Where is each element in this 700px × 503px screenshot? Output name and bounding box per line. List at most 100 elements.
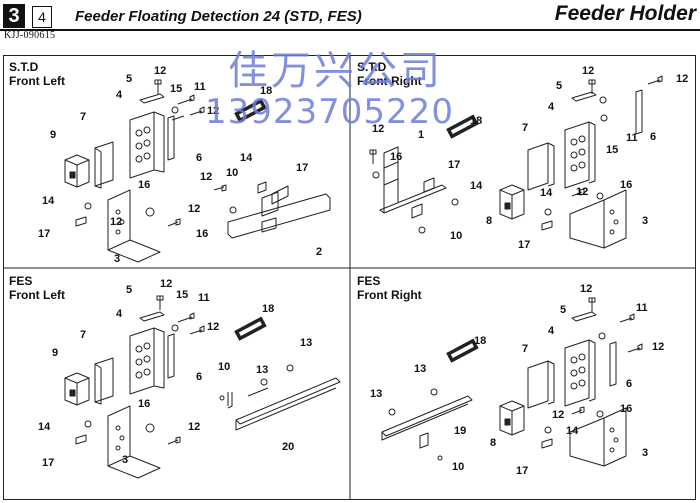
panel-position: Front Left <box>9 74 65 88</box>
callout: 3 <box>122 454 128 466</box>
callout: 16 <box>138 179 150 191</box>
callout: 13 <box>256 364 268 376</box>
callout: 6 <box>650 131 656 143</box>
callout: 10 <box>226 167 238 179</box>
callout: 12 <box>372 123 384 135</box>
callout: 9 <box>52 347 58 359</box>
header-divider <box>0 29 700 31</box>
callout: 5 <box>126 284 132 296</box>
panel-fes-front-right-label: FES Front Right <box>357 274 422 302</box>
header: 3 4 Feeder Floating Detection 24 (STD, F… <box>0 0 700 36</box>
callout: 4 <box>116 89 123 101</box>
callout: 13 <box>300 337 312 349</box>
callout: 12 <box>160 278 172 290</box>
callout: 19 <box>454 425 466 437</box>
callout: 17 <box>518 239 530 251</box>
callout: 6 <box>626 378 632 390</box>
callout: 6 <box>196 371 202 383</box>
panel-fes-front-right-drawing <box>381 297 643 467</box>
callout: 9 <box>50 129 56 141</box>
panel-fes-front-left-drawing <box>64 295 341 479</box>
callout: 12 <box>676 73 688 85</box>
callout: 14 <box>42 195 55 207</box>
callout: 17 <box>448 159 460 171</box>
callout: 10 <box>450 230 462 242</box>
watermark-phone: 13923705220 <box>205 92 454 132</box>
callout: 18 <box>260 85 272 97</box>
callout: 15 <box>170 83 182 95</box>
page-number: 3 <box>3 4 25 28</box>
callout: 7 <box>80 111 86 123</box>
panel-position: Front Right <box>357 288 422 302</box>
callout: 4 <box>548 101 555 113</box>
callout: 3 <box>114 253 120 265</box>
panel-type: FES <box>9 274 33 288</box>
section-title: Feeder Holder <box>554 2 696 25</box>
callout: 14 <box>470 180 483 192</box>
callout: 13 <box>370 388 382 400</box>
callout: 12 <box>582 65 594 77</box>
callout: 16 <box>138 398 150 410</box>
callout: 5 <box>126 73 132 85</box>
callout: 16 <box>620 179 632 191</box>
callout: 10 <box>218 361 230 373</box>
page-title: Feeder Floating Detection 24 (STD, FES) <box>75 8 362 25</box>
callout: 12 <box>200 171 212 183</box>
panel-type: S.T.D <box>357 60 387 74</box>
callout: 15 <box>606 144 618 156</box>
callout: 13 <box>414 363 426 375</box>
callout: 8 <box>490 437 496 449</box>
callout: 12 <box>552 409 564 421</box>
callout: 12 <box>110 216 122 228</box>
callout: 12 <box>580 283 592 295</box>
callout: 3 <box>642 447 648 459</box>
panel-type: S.T.D <box>9 60 39 74</box>
panel-std-front-right-label: S.T.D Front Right <box>357 60 422 88</box>
panel-std-front-left-label: S.T.D Front Left <box>9 60 65 88</box>
callout: 17 <box>516 465 528 477</box>
callout: 7 <box>522 122 528 134</box>
callout: 18 <box>470 115 482 127</box>
callout: 14 <box>540 187 553 199</box>
panel-position: Front Right <box>357 74 422 88</box>
callout: 7 <box>522 343 528 355</box>
callout: 12 <box>576 186 588 198</box>
callout: 14 <box>566 425 579 437</box>
callout: 5 <box>560 304 566 316</box>
callout: 8 <box>486 215 492 227</box>
callout: 17 <box>38 228 50 240</box>
callout: 7 <box>80 329 86 341</box>
callout: 12 <box>207 105 219 117</box>
callout: 18 <box>474 335 486 347</box>
callout: 1 <box>418 129 424 141</box>
panel-fes-front-left-label: FES Front Left <box>9 274 65 302</box>
callout: 16 <box>390 151 402 163</box>
callout: 18 <box>262 303 274 315</box>
panel-std-front-left-drawing <box>64 79 331 263</box>
callout: 11 <box>626 132 638 144</box>
callout: 12 <box>652 341 664 353</box>
callout: 14 <box>38 421 51 433</box>
callout: 12 <box>207 321 219 333</box>
callout: 17 <box>42 457 54 469</box>
callout: 11 <box>194 81 206 93</box>
sub-number: 4 <box>32 6 52 28</box>
callout: 4 <box>116 308 123 320</box>
callout: 2 <box>316 246 322 258</box>
callout: 6 <box>196 152 202 164</box>
callout: 16 <box>196 228 208 240</box>
callout: 5 <box>556 80 562 92</box>
panel-position: Front Left <box>9 288 65 302</box>
callout: 15 <box>176 289 188 301</box>
panel-type: FES <box>357 274 381 288</box>
callout: 16 <box>620 403 632 415</box>
callout: 20 <box>282 441 294 453</box>
panel-std-front-right-drawing <box>369 75 663 249</box>
callout: 11 <box>636 302 648 314</box>
callout: 17 <box>296 162 308 174</box>
document-code: KJJ-090615 <box>4 30 56 41</box>
callout: 3 <box>642 215 648 227</box>
callout: 12 <box>154 65 166 77</box>
callout: 14 <box>240 152 253 164</box>
